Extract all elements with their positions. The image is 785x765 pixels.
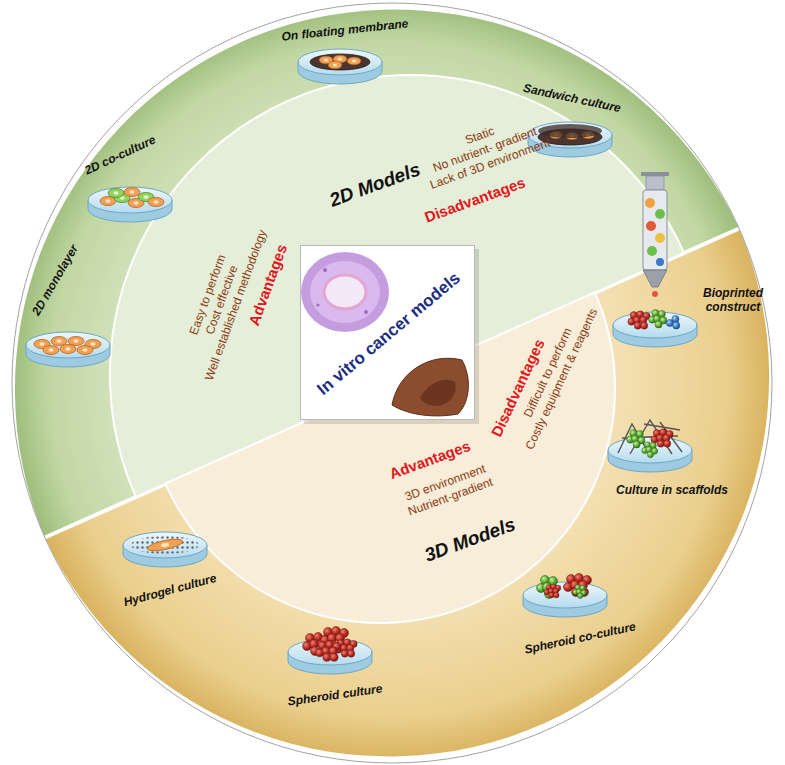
center-card: In vitro cancer models <box>300 245 475 420</box>
text-group: Culture in scaffolds <box>616 483 728 497</box>
text-group: 2D Models <box>327 158 424 211</box>
text-group: StaticNo nutrient- gradientLack of 3D en… <box>418 107 552 193</box>
text-group: 3D Models <box>422 513 519 566</box>
model-title: 2D Models <box>327 158 424 211</box>
culture-dish: Bioprinted construct <box>611 311 699 339</box>
culture-dish: Hydrogel culture <box>121 531 209 559</box>
center-title: In vitro cancer models <box>313 268 464 399</box>
text-group: In vitro cancer models <box>313 268 464 399</box>
model-title: 3D Models <box>422 513 519 566</box>
culture-label: Bioprinted construct <box>697 286 769 314</box>
culture-dish: 2D co-culture <box>86 186 174 214</box>
model-half-disc: 3D ModelsAdvantages3D environmentNutrien… <box>145 153 615 623</box>
text-group: Bioprinted construct <box>697 286 769 314</box>
culture-dish: Spheroid culture <box>286 638 374 666</box>
culture-dish: Spheroid co-culture <box>521 581 609 609</box>
culture-dish: 2D monolayer <box>24 331 112 359</box>
culture-dish: Culture in scaffolds <box>606 436 694 464</box>
culture-label: Culture in scaffolds <box>616 483 728 497</box>
culture-dish: On floating membrane <box>296 48 384 76</box>
